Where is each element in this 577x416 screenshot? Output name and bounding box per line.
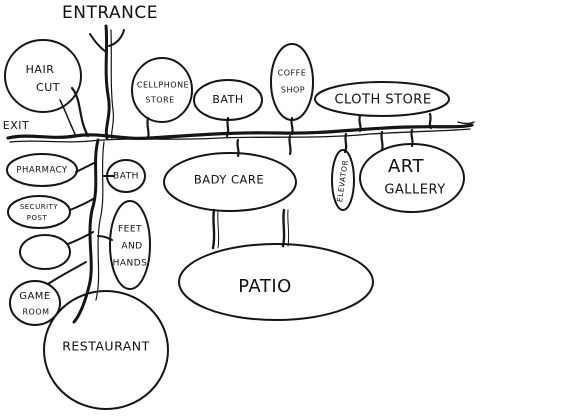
coffee-shop-shape [270,43,314,121]
entrance-branch-left [89,33,107,53]
feet-hands-label-line1: FEET [118,225,142,235]
art-gallery-label-line1: ART [388,156,425,177]
main-corridor [6,123,474,140]
feet-hands-label-line3: HANDS [113,259,148,269]
art-gallery-shape [359,143,465,213]
body-care-label: BADY CARE [194,173,264,187]
security-post-label-line1: SECURITY [20,203,59,211]
hair-cut-shape [4,39,82,113]
patio-stem-right [281,208,286,248]
link-body-care-b [288,134,292,156]
exit-label: EXIT [3,119,29,132]
link-elevator [343,132,348,154]
security-post-label-line2: POST [27,214,48,222]
security-post-shape [7,195,71,229]
entrance-trunk [104,24,111,140]
restaurant-label: RESTAURANT [62,339,150,354]
hair-cut-label-line2: CUT [36,81,60,94]
patio-shape [178,243,374,321]
bath-small-label: BATH [113,172,139,182]
elevator-label: ELEVATOR [335,159,350,202]
link-security [69,197,96,211]
hair-cut-label-line1: HAIR [26,63,55,76]
pharmacy-shape [6,153,78,187]
cellphone-store-shape [131,57,193,123]
restaurant-shape [43,290,169,410]
feet-hands-shape [109,200,151,290]
cellphone-store-label-line2: STORE [145,96,174,105]
link-blank-room [67,231,94,245]
link-body-care-a [236,138,240,158]
cellphone-store-label-line1: CELLPHONE [137,81,189,90]
patio-stem-right-edge [287,209,290,247]
link-cloth-a [358,114,362,133]
game-room-shape [9,280,61,326]
elevator-shape [331,149,355,211]
game-room-label-line2: ROOM [22,308,49,317]
link-haircut [70,86,90,138]
coffee-shop-label-line1: COFFE [278,69,307,78]
link-pharmacy [75,161,97,173]
art-gallery-label-line2: GALLERY [384,183,445,198]
coffee-shop-label-line2: SHOP [281,86,305,95]
feet-hands-label-line2: AND [121,242,142,252]
left-trunk [72,138,100,324]
link-game-room [47,261,87,285]
entrance-branch-right [108,29,125,47]
blank-room-shape [19,234,71,270]
bath-top-shape [193,79,263,121]
bath-top-label: BATH [212,93,243,106]
body-care-shape [163,152,297,212]
link-art-gallery-a [380,130,384,152]
link-haircut-2 [59,99,77,137]
cloth-store-label: CLOTH STORE [334,93,431,108]
patio-stem-left [211,208,216,250]
entrance-label: ENTRANCE [62,3,158,23]
pharmacy-label: PHARMACY [16,166,68,176]
link-cloth-b [428,112,433,130]
game-room-label-line1: GAME [19,291,51,302]
bath-small-shape [106,159,146,193]
patio-label: PATIO [238,276,292,297]
corridor-tail [457,121,475,125]
main-corridor-edge [9,128,471,143]
patio-stem-left-edge [217,209,220,249]
entrance-trunk-edge [110,29,115,140]
cloth-store-shape [314,81,450,117]
link-cellphone [146,116,150,140]
left-trunk-edge [95,141,105,301]
